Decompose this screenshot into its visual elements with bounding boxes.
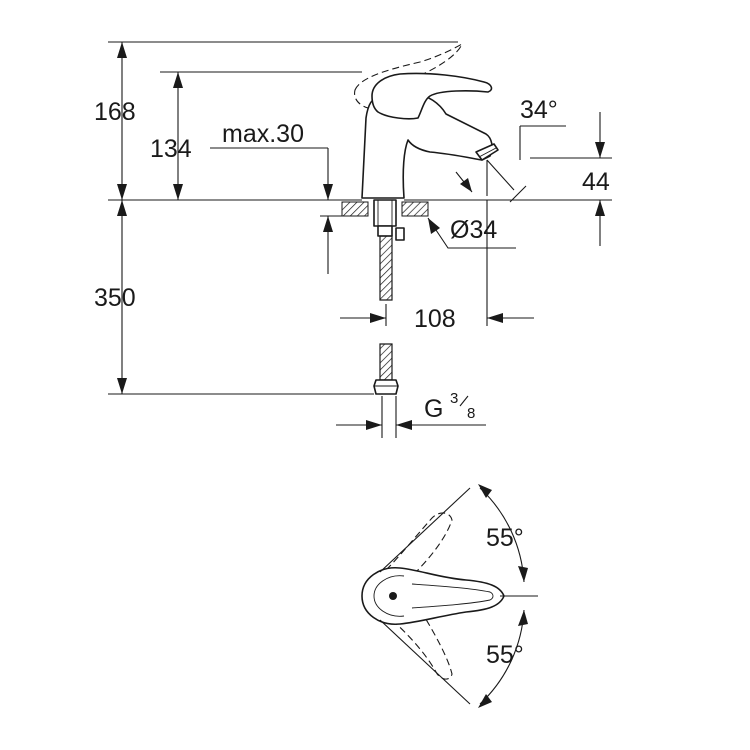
dim-spout-clearance: 44 xyxy=(582,168,610,196)
lever-raised-outline xyxy=(355,44,462,108)
countertop-left xyxy=(342,202,368,216)
lever-dashed-up xyxy=(386,513,452,574)
dim-total-height: 168 xyxy=(94,98,136,126)
side-view: 168 134 max.30 350 34° 44 xyxy=(94,42,612,438)
lever-handle xyxy=(372,73,491,118)
dim-supply-length: 350 xyxy=(94,284,136,312)
top-indicator-dot xyxy=(389,592,397,600)
supply-hose-upper xyxy=(380,236,392,300)
dim-thread-prefix: G xyxy=(424,395,443,423)
dim-max-thickness: max.30 xyxy=(222,120,304,148)
dim-lever-angle-down: 55° xyxy=(486,641,524,669)
dim-spout-angle: 34° xyxy=(520,96,558,124)
supply-stub xyxy=(396,228,404,240)
supply-hose-lower xyxy=(380,344,392,380)
bolt-nut xyxy=(378,226,392,236)
lever-dashed-down xyxy=(392,616,452,679)
dim-thread-numerator: 3 xyxy=(450,390,458,407)
top-view: 55° 55° xyxy=(362,484,538,708)
dim-spout-height: 134 xyxy=(150,135,192,163)
countertop-right xyxy=(402,202,428,216)
dim-lever-angle-up: 55° xyxy=(486,524,524,552)
top-body xyxy=(362,568,504,624)
dim-thread-denominator: 8 xyxy=(467,405,475,422)
hose-nut xyxy=(374,380,398,394)
mounting-bolt xyxy=(374,200,396,226)
dim-reach: 108 xyxy=(414,305,456,333)
dim-hole-diameter: Ø34 xyxy=(450,216,497,244)
